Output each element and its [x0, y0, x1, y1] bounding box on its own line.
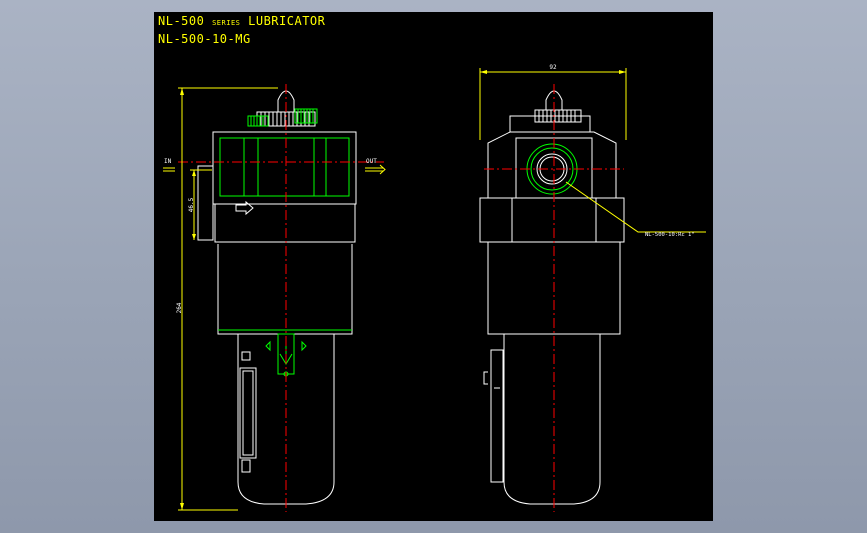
side-body	[487, 131, 617, 199]
upper-body	[212, 131, 357, 205]
bowl	[237, 334, 335, 505]
side-sight-glass	[490, 349, 504, 483]
port-block	[219, 137, 350, 197]
front-view	[197, 90, 357, 505]
side-top-cap	[545, 90, 563, 111]
sight-glass	[239, 367, 257, 459]
side-dimensions	[479, 68, 706, 233]
port-callout: NL-500-10:Rc 1"	[645, 232, 695, 238]
model-number: NL-500-10-MG	[158, 32, 251, 46]
series-word: SERIES	[212, 19, 241, 27]
drawing-title: NL-500 SERIES LUBRICATOR	[158, 14, 325, 28]
side-head	[509, 115, 591, 133]
dim-body-width: 92	[549, 64, 557, 71]
side-bowl-guard	[487, 242, 621, 335]
series-name: NL-500	[158, 14, 205, 28]
top-cap	[277, 90, 295, 113]
dim-overall-height: 264	[176, 302, 183, 313]
side-boss	[197, 165, 214, 241]
outlet-label: OUT	[366, 158, 377, 165]
lubricator-drawing: IN OUT 264 46.5	[163, 64, 706, 512]
side-centerlines	[484, 84, 624, 512]
dim-inlet-offset: 46.5	[188, 197, 195, 212]
bowl-guard	[217, 244, 353, 335]
product-name: LUBRICATOR	[248, 14, 326, 28]
port-leader-line	[565, 181, 706, 233]
side-bowl	[503, 334, 601, 505]
front-centerlines	[178, 84, 384, 512]
side-view	[479, 90, 625, 505]
flow-arrow	[235, 200, 254, 216]
cad-drawing-viewport: NL-500 SERIES LUBRICATOR NL-500-10-MG	[154, 12, 713, 521]
collar	[214, 203, 356, 243]
front-dimensions	[163, 87, 386, 511]
adjustment-knob	[247, 108, 318, 127]
inlet-label: IN	[164, 158, 172, 165]
